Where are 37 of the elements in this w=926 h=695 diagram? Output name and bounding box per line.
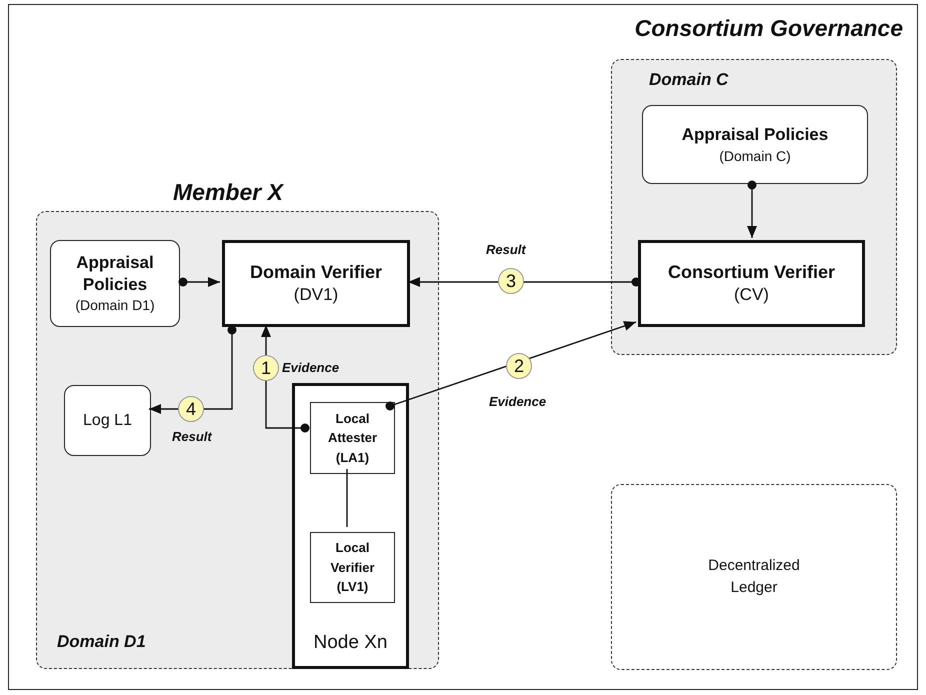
arrow [747, 180, 757, 238]
node-label: Node Xn [312, 632, 388, 654]
box-title: Local Verifier (LV1) [329, 539, 376, 596]
group-heading: Member X [173, 179, 283, 206]
box-subtitle: (Domain C) [719, 146, 791, 166]
node-box [292, 383, 409, 669]
verifier-box [638, 240, 865, 327]
box-subtitle: (CV) [734, 284, 769, 306]
verifier-box [222, 240, 410, 327]
flow-label: Result [486, 242, 526, 257]
box-title: Consortium Verifier [668, 260, 836, 284]
box-subtitle: (Domain D1) [75, 296, 155, 316]
ledger-box [611, 484, 897, 670]
box-title: Appraisal Policies [682, 124, 828, 146]
policy-box [642, 105, 868, 184]
box-title: Local Attester (LA1) [326, 410, 378, 467]
flow-label: Evidence [489, 394, 546, 409]
group-label: Domain D1 [57, 632, 146, 652]
box-title: Appraisal Policies [75, 252, 155, 296]
arrow [178, 277, 220, 287]
component-box [310, 532, 395, 603]
arrow [408, 277, 640, 287]
box-title: Decentralized Ledger [707, 556, 801, 598]
frame-title: Consortium Governance [634, 15, 903, 42]
flow-label: Result [172, 429, 212, 444]
connector-line [346, 469, 348, 527]
arrow [386, 321, 636, 410]
domain-group [611, 59, 897, 355]
flow-label: Evidence [282, 360, 340, 375]
diagram-frame [8, 4, 918, 690]
box-subtitle: (DV1) [294, 284, 338, 306]
group-label: Domain C [649, 70, 728, 90]
component-box [310, 402, 395, 474]
box-title: Log L1 [83, 410, 132, 431]
box-title: Domain Verifier [250, 260, 382, 284]
policy-box [64, 385, 151, 456]
policy-box [50, 240, 180, 327]
